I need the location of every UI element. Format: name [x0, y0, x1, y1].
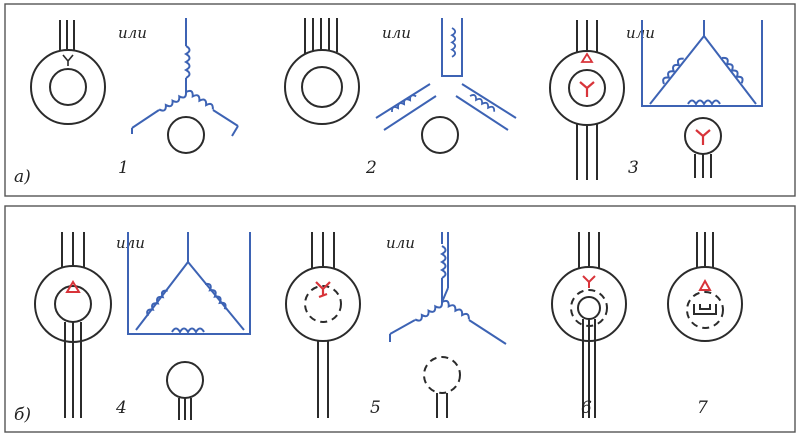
alt-word-4: или [116, 234, 145, 252]
alt-word-2: или [382, 24, 411, 42]
rotor-5 [423, 356, 461, 418]
star-winding-1 [131, 18, 239, 137]
stator-ring-2 [284, 18, 360, 125]
rotor-circle-1 [167, 116, 205, 154]
figure-3: или 3 [549, 20, 763, 180]
delta-symbol-3 [580, 52, 594, 63]
figure-number-7: 7 [697, 398, 708, 418]
panel-label-b: б) [14, 405, 31, 425]
panel-frame-b [4, 205, 796, 433]
star-symbol-1 [62, 54, 74, 66]
stator-ring-1 [30, 20, 106, 125]
figure-number-5: 5 [370, 398, 381, 418]
figure-4: или 4 [34, 232, 251, 420]
figure-6: 6 [551, 232, 627, 418]
figure-number-1: 1 [118, 158, 129, 178]
figure-number-2: 2 [365, 158, 377, 178]
stator-ring-3 [549, 20, 625, 180]
stator-ring-4 [34, 232, 112, 418]
delta-winding-4 [127, 232, 251, 335]
figure-2: или 2 [284, 18, 517, 178]
star-symbol-3 [579, 81, 595, 97]
figure-5: или 5 [285, 232, 507, 418]
panel-frame-a [4, 3, 796, 197]
alt-word-3: или [626, 24, 655, 42]
figure-1: или 1 [30, 18, 239, 178]
rotor-4 [166, 361, 204, 420]
star-symbol-3b [695, 129, 711, 145]
alt-word-1: или [118, 24, 147, 42]
delta-winding-3 [641, 20, 763, 107]
stator-ring-7 [667, 232, 743, 342]
stator-ring-5 [285, 232, 361, 418]
open-winding-2 [375, 18, 517, 131]
rotor-3 [684, 117, 722, 178]
figure-number-6: 6 [581, 398, 592, 418]
star-winding-5 [389, 232, 507, 345]
star-symbol-6 [582, 275, 596, 288]
figure-7: 7 [667, 232, 743, 418]
figure-number-3: 3 [628, 158, 639, 178]
rotor-circle-2 [421, 116, 459, 154]
stator-ring-6 [551, 232, 627, 418]
figure-number-4: 4 [115, 398, 127, 418]
delta-symbol-7 [698, 278, 712, 291]
delta-symbol-4 [65, 280, 81, 293]
alt-word-5: или [386, 234, 415, 252]
star-symbol-5 [315, 281, 331, 299]
panel-label-a: а) [14, 167, 31, 187]
